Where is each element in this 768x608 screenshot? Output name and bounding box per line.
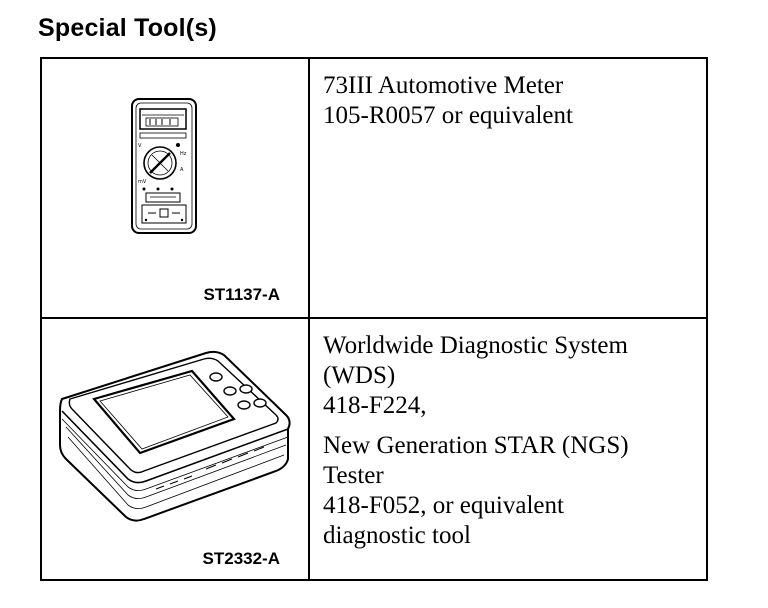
tool-image-cell: V Hz A mV ST1137-A [42,59,308,317]
svg-text:Hz: Hz [180,151,187,157]
multimeter-icon: V Hz A mV [131,98,197,234]
description-line: 418-F224, [323,392,427,419]
tool-description: 73III Automotive Meter 105-R0057 or equi… [323,71,573,131]
row-divider [42,317,706,319]
tool-description-cell: 73III Automotive Meter 105-R0057 or equi… [310,59,708,317]
description-line: Worldwide Diagnostic System [323,332,628,359]
tool-description: Worldwide Diagnostic System (WDS) 418-F2… [323,331,629,551]
description-line: (WDS) [323,362,396,389]
svg-text:mV: mV [138,179,147,185]
svg-text:V: V [138,143,142,149]
tool-image-cell: ST2332-A [42,319,308,581]
page-title: Special Tool(s) [38,14,217,42]
description-line: 73III Automotive Meter [323,72,564,99]
tool-code: ST1137-A [203,285,280,304]
column-divider [308,59,310,579]
description-line: Tester [323,462,384,489]
description-line: 105-R0057 or equivalent [323,102,573,129]
description-line: 418-F052, or equivalent [323,492,564,519]
svg-text:A: A [180,167,184,173]
description-line: diagnostic tool [323,522,471,549]
description-line: New Generation STAR (NGS) [323,432,629,459]
tool-description-cell: Worldwide Diagnostic System (WDS) 418-F2… [310,319,708,581]
diagnostic-tablet-icon [59,350,291,522]
tool-code: ST2332-A [202,549,280,568]
special-tools-table: V Hz A mV ST1137-A 73III Automotive Mete… [40,57,708,581]
